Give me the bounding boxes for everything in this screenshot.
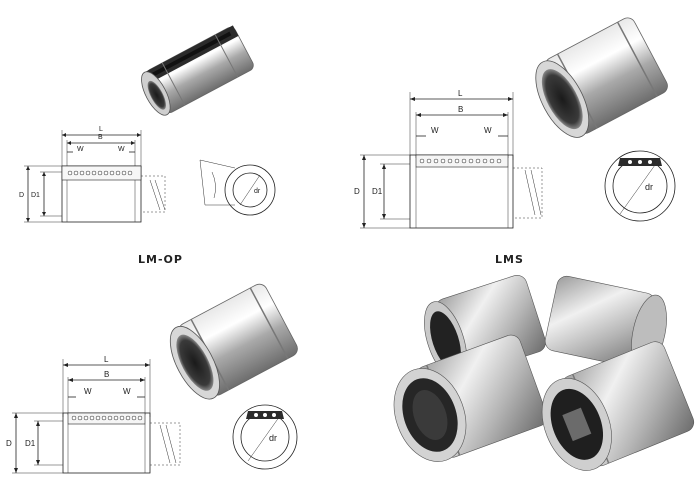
dim-dr: dr	[645, 182, 653, 192]
lm-product-image	[169, 283, 298, 400]
lm-drawing: L B W W D D1 dr	[6, 283, 298, 474]
bearings-photo-panel	[350, 274, 699, 493]
dim-B: B	[104, 370, 109, 379]
lm-op-caption: LM-OP	[138, 253, 183, 266]
lm-op-panel: L B W W D D1 dr LM-OP	[0, 0, 350, 275]
lm-op-product-image	[141, 25, 254, 116]
dim-L: L	[104, 355, 109, 364]
dim-D1: D1	[25, 439, 36, 448]
dim-D: D	[19, 192, 24, 199]
lms-end-view	[604, 150, 676, 222]
lm-op-side-view	[24, 130, 166, 223]
dim-B: B	[458, 105, 463, 114]
lm-op-end-view	[199, 159, 276, 216]
photo-bearing-front-left	[393, 334, 548, 462]
dim-D: D	[354, 187, 360, 196]
dim-W-left: W	[431, 126, 439, 135]
dim-W-right: W	[118, 146, 125, 153]
lm-panel: L B W W D D1 dr	[0, 275, 350, 493]
dim-dr: dr	[254, 188, 261, 195]
lms-drawing: L B W W D D1 dr	[354, 17, 676, 229]
lms-panel: L B W W D D1 dr LMS	[350, 0, 699, 275]
dim-L: L	[99, 126, 103, 133]
dim-D1: D1	[372, 187, 383, 196]
photo-bearing-front-right	[541, 341, 695, 471]
bearings-photo	[393, 274, 695, 471]
dim-W-left: W	[84, 387, 92, 396]
dim-D1: D1	[31, 192, 40, 199]
lms-product-image	[535, 17, 668, 138]
dim-B: B	[98, 134, 103, 141]
dim-D: D	[6, 439, 12, 448]
dim-L: L	[458, 89, 463, 98]
lms-caption: LMS	[495, 253, 524, 266]
dim-W-right: W	[123, 387, 131, 396]
lm-side-view	[12, 359, 181, 474]
dim-W-left: W	[77, 146, 84, 153]
dim-W-right: W	[484, 126, 492, 135]
lm-op-drawing: L B W W D D1 dr	[19, 25, 276, 223]
dim-dr: dr	[269, 433, 277, 443]
lms-side-view	[360, 92, 543, 229]
lm-end-view	[232, 404, 298, 470]
